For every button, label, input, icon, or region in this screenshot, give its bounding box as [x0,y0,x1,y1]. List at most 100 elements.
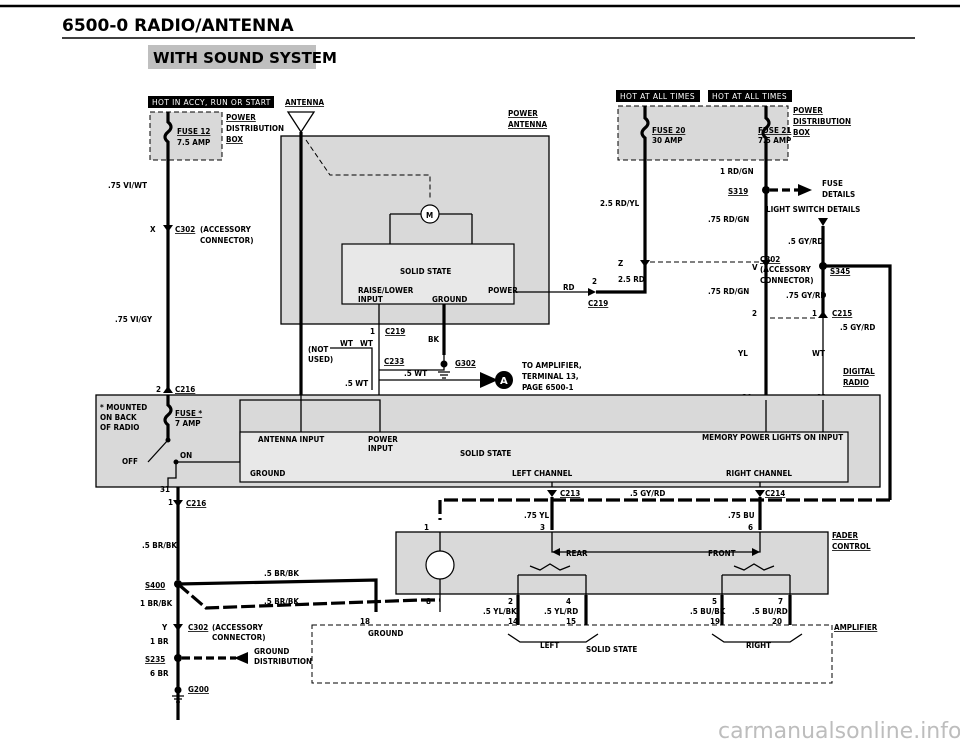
c214-symbol [755,490,765,497]
power-25-wire [596,160,647,294]
fader-2: CONTROL [832,542,871,551]
radio-fuse: FUSE * [175,409,202,418]
hot-all-times-badge-1 [616,90,700,102]
g302-dot [440,360,448,368]
left-c216: C216 [175,385,195,394]
left-channel: LEFT CHANNEL [512,469,573,478]
rd-wire: RD [563,283,575,292]
right-power: POWER [793,106,823,115]
amplifier-box [311,624,833,684]
antenna-power: POWER [488,286,518,295]
pin-14: 14 [508,617,518,626]
c219-pin1: 1 [370,327,375,336]
lower-acc-2: CONNECTOR) [212,633,266,642]
amp-left: LEFT [540,641,559,650]
mounted-2: ON BACK [100,413,137,422]
left-acc-1: (ACCESSORY [200,225,252,234]
s345-to-fader [823,264,892,500]
fuse12-label: FUSE 12 [177,127,210,136]
left-acc-2: CONNECTOR) [200,236,254,245]
wire-5-ylrd: .5 YL/RD [544,607,578,616]
antenna-label: ANTENNA [285,98,324,107]
wire-5-brbk: .5 BR/BK [264,569,299,578]
fuse-details-1: FUSE [822,179,843,188]
wire-25-rd: 2.5 RD [618,275,645,284]
amp-ref-3: PAGE 6500-1 [522,383,573,392]
fuse21-amp: 7.5 AMP [758,136,791,145]
wire-5-gyrd: .5 GY/RD [788,237,823,246]
wt-wire [330,347,373,390]
wire-075-gyrd: .75 GY/RD [786,291,826,300]
c215-pin1: 1 [812,309,817,318]
page-subtitle: WITH SOUND SYSTEM [153,49,337,67]
light-switch-details: LIGHT SWITCH DETAILS [766,205,860,214]
left-distribution-label: DISTRIBUTION [226,124,284,133]
wire-5-gyrd-2: .5 GY/RD [840,323,875,332]
y-pin: Y [161,623,168,632]
right-box: BOX [793,128,810,137]
power-input-2: INPUT [368,444,393,453]
antenna-mech-link [305,139,431,200]
s235-splice [174,654,182,662]
c214-label: C214 [765,489,785,498]
c302-connector-symbol [163,225,173,232]
c216-pin1: 1 [168,498,173,507]
left-box-label: BOX [226,135,243,144]
g200-ground-symbol [172,695,184,703]
wire-6-br: 6 BR [150,669,169,678]
amp-right-bracket [711,633,803,643]
amp-ref-arrow [480,372,498,388]
c219-pin2: 2 [592,277,597,286]
radio-fuse-wire [163,395,173,440]
radio-switch [147,439,169,463]
wt-to-ground [379,355,445,371]
radio-label: RADIO [843,378,869,387]
wire-075-viwt: .75 VI/WT [108,181,147,190]
pin-20: 20 [772,617,782,626]
c216-bottom: C216 [186,499,206,508]
g200-dot [174,686,182,694]
rear-arrow [552,548,560,556]
fader-control-box [395,531,829,595]
c215-symbol [818,311,828,318]
amp-ref-badge [495,371,513,389]
right-resistor [733,563,775,571]
lower-c302: C302 [188,623,208,632]
power-antenna-2: ANTENNA [508,120,547,129]
antenna-input: ANTENNA INPUT [258,435,324,444]
fader-balance-line [551,532,761,553]
watermark: carmanualsonline.info [718,719,960,744]
not-used-1: (NOT [308,345,328,354]
left-c302: C302 [175,225,195,234]
wire-075-rdgn: .75 RD/GN [708,215,749,224]
motor-wires [389,213,473,244]
wt-2: WT [360,339,373,348]
wire-5-brbk-3: .5 BR/BK [264,597,299,606]
antenna-ground: GROUND [432,295,467,304]
c216-top-symbol [163,386,173,393]
hot-all-times-2: HOT AT ALL TIMES [712,92,787,101]
fader-pin1: 1 [424,523,429,532]
right-acc-1: (ACCESSORY [760,265,812,274]
v-pin: V [752,263,758,272]
radio-solid-state: SOLID STATE [460,449,511,458]
lights-on-input: LIGHTS ON INPUT [772,433,843,442]
mounted-1: * MOUNTED [100,403,147,412]
fuse21-label: FUSE 21 [758,126,791,135]
lower-c302-symbol [173,624,183,631]
off-label: OFF [122,457,138,466]
yl-wire: YL [737,349,748,358]
on-label: ON [180,451,192,460]
fuse21-wire [761,106,771,160]
wire-075-vigy: .75 VI/GY [115,315,153,324]
right-channel: RIGHT CHANNEL [726,469,792,478]
radio-ground-internal [167,462,177,487]
not-used-2: USED) [308,355,333,364]
pin-7: 7 [778,597,783,606]
switch-pivot [165,437,171,443]
pin-15: 15 [566,617,576,626]
radio-fuse-amp: 7 AMP [175,419,201,428]
fader-1: FADER [832,531,858,540]
left-x-pin: X [150,225,156,234]
right-fader-circuit [721,574,791,595]
